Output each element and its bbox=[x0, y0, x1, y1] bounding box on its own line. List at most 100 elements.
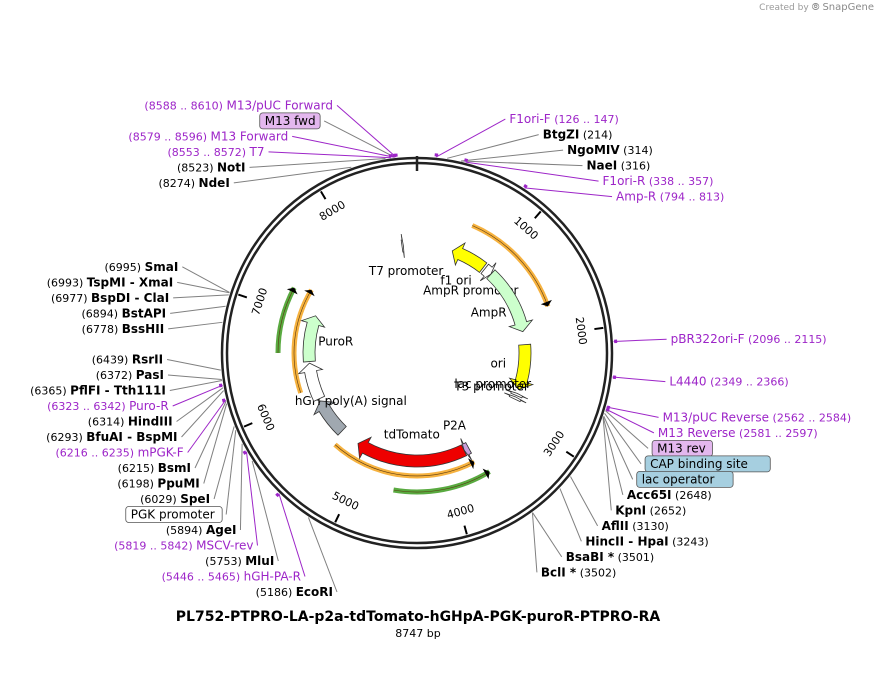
primer-m13-forward: (8579 .. 8596) M13 Forward bbox=[128, 129, 288, 143]
site-name-ecori: EcoRI bbox=[296, 585, 333, 599]
primer-t7: (8553 .. 8572) T7 bbox=[167, 145, 264, 159]
annotation-arcs bbox=[275, 223, 552, 495]
site-pos-bspdi-clai: (6977) bbox=[51, 292, 91, 305]
primer-hgh-pa-r: (5446 .. 5465) hGH-PA-R bbox=[162, 570, 301, 584]
leader-cap-binding-site bbox=[604, 413, 642, 465]
leader-m13-puc-reverse bbox=[606, 406, 659, 418]
primer-amp-r: Amp-R (794 .. 813) bbox=[616, 190, 724, 204]
site-ecori: (5186) EcoRI bbox=[256, 585, 333, 599]
leader-ppumi bbox=[203, 403, 228, 484]
feature-pgk-promoter bbox=[297, 362, 326, 402]
site-btgzi: BtgZI (214) bbox=[543, 128, 613, 142]
site-name-mlui: MluI bbox=[245, 554, 274, 568]
feature-ampr bbox=[486, 269, 534, 333]
feature-label-ampr: AmpR bbox=[471, 306, 507, 320]
leader-m13-rev bbox=[605, 410, 649, 449]
leader-bcli bbox=[531, 512, 538, 573]
site-smai: (6995) SmaI bbox=[105, 260, 179, 274]
site-pos-noti: (8523) bbox=[177, 161, 217, 174]
primer-mark-mpgk-f bbox=[221, 398, 226, 403]
leader-f1ori-r bbox=[465, 161, 599, 182]
site-bspdi-clai: (6977) BspDI - ClaI bbox=[51, 291, 169, 305]
ruler-label-2000: 2000 bbox=[573, 316, 590, 345]
site-ndei: (8274) NdeI bbox=[158, 176, 229, 190]
site-name-bcli: BclI * bbox=[541, 565, 577, 579]
primer-l4440: L4440 (2349 .. 2366) bbox=[669, 375, 788, 389]
primer-range-pbr322ori-f: (2096 .. 2115) bbox=[745, 333, 827, 346]
site-pos-pflfi-tth111i: (6365) bbox=[30, 385, 70, 398]
feature-label-f1-ori: f1 ori bbox=[440, 273, 471, 287]
leader-l4440 bbox=[612, 376, 666, 383]
ruler-label-5000: 5000 bbox=[330, 489, 361, 513]
primer-range-mpgk-f: (6216 .. 6235) bbox=[56, 447, 138, 460]
leader-kpni bbox=[602, 417, 612, 511]
leader-mpgk-f bbox=[187, 399, 227, 453]
ruler-label-4000: 4000 bbox=[445, 502, 475, 522]
ptpro-arm-2-arc-outline bbox=[334, 444, 475, 477]
primer-mark-f1ori-r bbox=[464, 158, 469, 163]
leader-m13-forward bbox=[292, 135, 395, 158]
puro-arc-arc bbox=[275, 286, 297, 354]
ruler-tick-7000 bbox=[237, 293, 248, 299]
ruler-tick-3000 bbox=[565, 450, 575, 458]
credit-text: Created by bbox=[759, 3, 809, 13]
primer-range-m13-puc-reverse: (2562 .. 2584) bbox=[769, 411, 851, 424]
leader-pgk-promoter bbox=[225, 430, 237, 515]
site-pos-bstapi: (6894) bbox=[82, 307, 122, 320]
site-pflfi-tth111i: (6365) PflFI - Tth111I bbox=[30, 384, 166, 398]
site-pos-ndei: (8274) bbox=[158, 177, 198, 190]
leader-ngomiv bbox=[461, 149, 564, 162]
site-name-pflfi-tth111i: PflFI - Tth111I bbox=[70, 384, 166, 398]
leader-hindiii bbox=[176, 387, 224, 422]
feature-p2a bbox=[460, 438, 473, 461]
leader-mlui bbox=[251, 460, 279, 562]
ptpro-arm-1-arrowhead bbox=[540, 299, 552, 307]
leader-naei bbox=[461, 160, 583, 167]
leader-bfuai-bspmi bbox=[181, 390, 224, 438]
site-tspmi-xmai: (6993) TspMI - XmaI bbox=[47, 275, 173, 289]
ptpro-arm-3-arc-outline bbox=[293, 289, 312, 393]
leader-f1ori-f bbox=[435, 118, 506, 158]
primer-m13-puc-reverse: M13/pUC Reverse (2562 .. 2584) bbox=[663, 410, 852, 424]
site-name-hindiii: HindIII bbox=[128, 415, 173, 429]
primer-name-mpgk-f: mPGK-F bbox=[138, 446, 184, 460]
site-pos-spei: (6029) bbox=[140, 493, 180, 506]
site-name-spei: SpeI bbox=[180, 492, 210, 506]
ruler-tick-1000 bbox=[534, 210, 542, 219]
site-bfuai-bspmi: (6293) BfuAI - BspMI bbox=[46, 430, 177, 444]
primer-range-l4440: (2349 .. 2366) bbox=[707, 376, 789, 389]
leader-mscv-rev bbox=[245, 451, 258, 546]
primer-name-f1ori-f: F1ori-F bbox=[509, 112, 550, 126]
box-pgk-promoter bbox=[125, 506, 223, 523]
site-bsmi: (6215) BsmI bbox=[118, 461, 191, 475]
feature-t3-promoter bbox=[504, 392, 527, 404]
leader-amp-r bbox=[524, 187, 613, 198]
feature-label-t7-promoter: T7 promoter bbox=[368, 264, 444, 278]
primer-mark-amp-r bbox=[523, 184, 528, 189]
leader-t7 bbox=[268, 151, 391, 159]
primer-name-f1ori-r: F1ori-R bbox=[603, 174, 646, 188]
ptpro-arm-1-arc-outline bbox=[472, 225, 549, 307]
site-pos-naei: (316) bbox=[617, 160, 650, 173]
primer-pbr322ori-f: pBR322ori-F (2096 .. 2115) bbox=[671, 332, 827, 346]
site-pos-hindiii: (6314) bbox=[88, 416, 128, 429]
leader-acc65i bbox=[602, 416, 624, 495]
primer-range-m13-forward: (8579 .. 8596) bbox=[128, 130, 210, 143]
ptpro-arm-2-arrowhead bbox=[468, 458, 475, 470]
site-bcli: BclI * (3502) bbox=[541, 565, 616, 579]
snapgene-logo-icon: ⦾ bbox=[811, 2, 820, 13]
primer-name-m13-reverse: M13 Reverse bbox=[658, 426, 736, 440]
site-pos-hincii-hpai: (3243) bbox=[669, 535, 709, 548]
site-pos-pasi: (6372) bbox=[96, 369, 136, 382]
leader-pbr322ori-f bbox=[613, 338, 667, 342]
ruler-label-6000: 6000 bbox=[254, 402, 277, 433]
primer-name-hgh-pa-r: hGH-PA-R bbox=[244, 570, 301, 584]
p2a-tdtomato-arc-arrowhead bbox=[482, 468, 490, 480]
leader-tspmi-xmai bbox=[177, 281, 230, 294]
backbone-outer-ring bbox=[220, 156, 614, 550]
leader-pflfi-tth111i bbox=[169, 380, 223, 391]
site-name-naei: NaeI bbox=[586, 159, 617, 173]
site-spei: (6029) SpeI bbox=[140, 492, 210, 506]
